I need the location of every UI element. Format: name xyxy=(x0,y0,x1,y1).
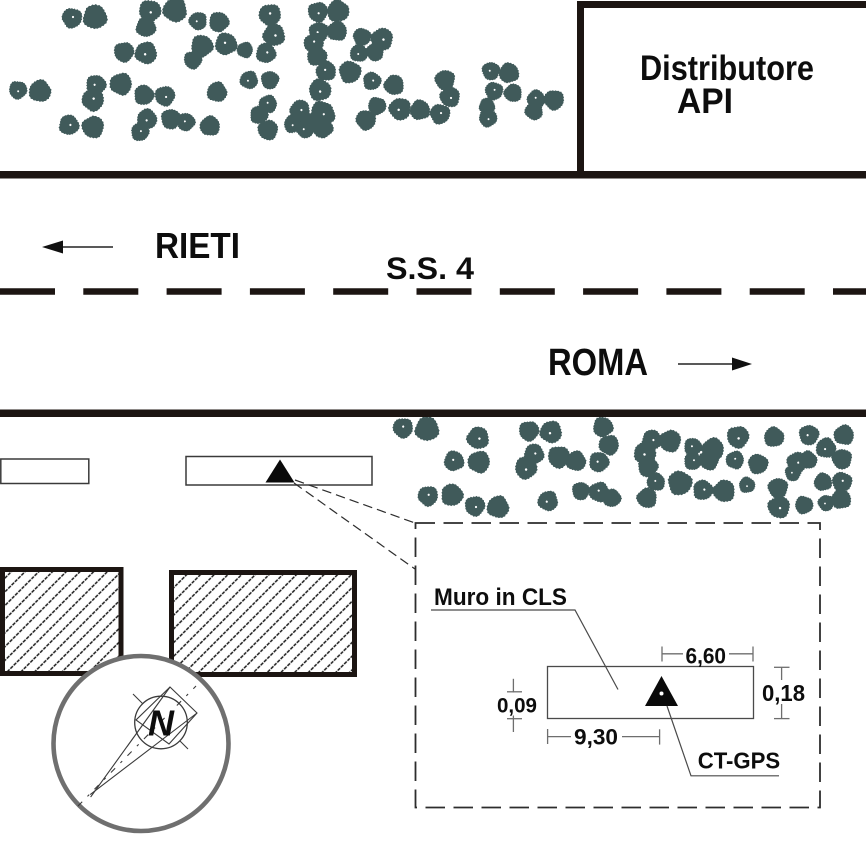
svg-text:S.S. 4: S.S. 4 xyxy=(386,250,474,286)
svg-text:9,30: 9,30 xyxy=(574,725,618,750)
svg-text:0,09: 0,09 xyxy=(497,694,537,718)
svg-text:Muro in CLS: Muro in CLS xyxy=(434,584,567,611)
svg-text:ROMA: ROMA xyxy=(548,342,648,384)
svg-text:CT-GPS: CT-GPS xyxy=(698,748,781,774)
svg-text:API: API xyxy=(677,82,733,121)
svg-text:N: N xyxy=(148,703,175,744)
svg-text:RIETI: RIETI xyxy=(155,225,240,266)
svg-text:0,18: 0,18 xyxy=(762,680,805,706)
svg-text:6,60: 6,60 xyxy=(686,644,727,669)
svg-text:Distributore: Distributore xyxy=(640,49,814,88)
